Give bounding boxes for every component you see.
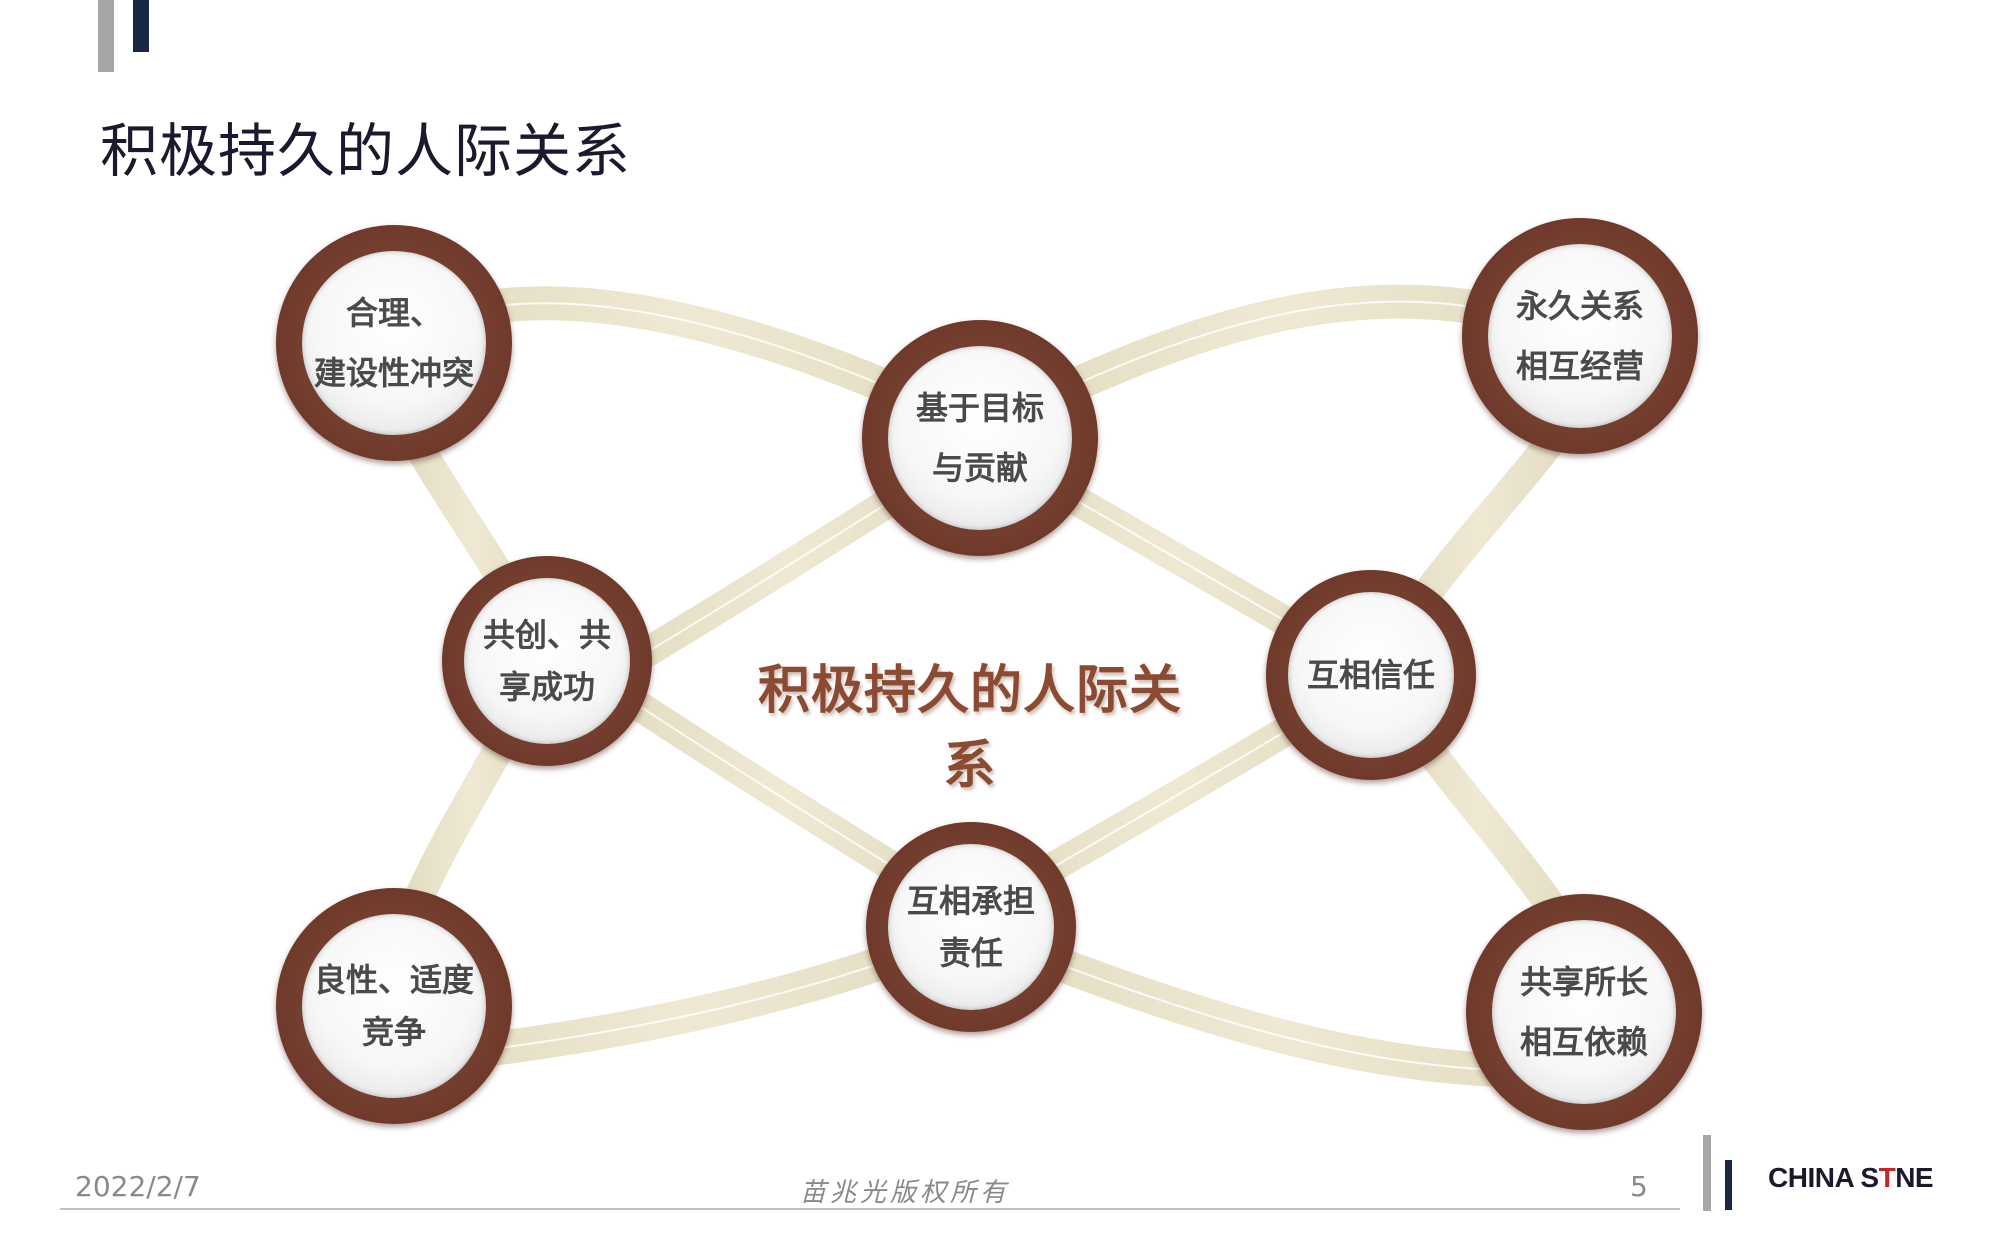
node-line: 竞争 (361, 1013, 426, 1051)
company-logo: CHINA STNE (1768, 1162, 1934, 1194)
node-line: 合理、 (345, 294, 442, 332)
node-constructive-conflict: 合理、 建设性冲突 (276, 225, 512, 461)
node-line: 责任 (938, 934, 1003, 972)
node-line: 相互经营 (1515, 347, 1644, 385)
node-line: 共创、共 (482, 616, 611, 654)
node-line: 与贡献 (931, 449, 1028, 487)
node-mutual-trust: 互相信任 (1266, 570, 1476, 780)
node-line: 基于目标 (915, 389, 1044, 427)
node-shared-success: 共创、共 享成功 (442, 556, 652, 766)
logo-text-right: NE (1895, 1162, 1934, 1193)
footer-gray-bar (1703, 1135, 1711, 1211)
node-lasting-relationship: 永久关系 相互经营 (1462, 218, 1698, 454)
page-number: 5 (1630, 1170, 1648, 1203)
node-line: 建设性冲突 (313, 354, 474, 392)
node-healthy-competition: 良性、适度 竞争 (276, 888, 512, 1124)
node-line: 良性、适度 (313, 961, 474, 999)
node-line: 互相信任 (1306, 656, 1435, 694)
footer-dark-bar (1725, 1160, 1732, 1210)
page-title: 积极持久的人际关系 (100, 117, 632, 185)
node-line: 享成功 (498, 668, 595, 706)
node-shared-responsibility: 互相承担 责任 (866, 822, 1076, 1032)
footer-date: 2022/2/7 (75, 1170, 201, 1203)
node-interdependence: 共享所长 相互依赖 (1466, 894, 1702, 1130)
node-line: 相互依赖 (1519, 1023, 1648, 1061)
node-goal-contribution: 基于目标 与贡献 (862, 320, 1098, 556)
node-line: 互相承担 (906, 882, 1035, 920)
logo-accent: T (1878, 1162, 1896, 1193)
logo-text-left: CHINA S (1768, 1162, 1879, 1193)
node-line: 共享所长 (1519, 963, 1648, 1001)
center-label: 积极持久的人际关系 (757, 661, 1182, 796)
node-line: 永久关系 (1515, 287, 1644, 325)
footer-copyright: 苗兆光版权所有 (800, 1178, 1011, 1208)
top-gray-bar (98, 0, 114, 72)
footer-divider (60, 1208, 1680, 1210)
top-dark-bar (133, 0, 149, 52)
